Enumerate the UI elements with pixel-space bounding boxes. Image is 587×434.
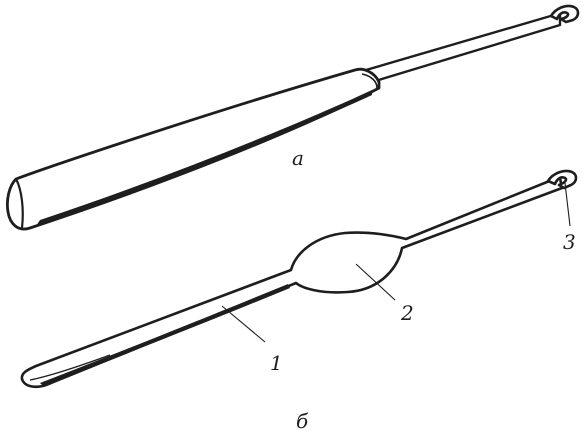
caption-b: б	[296, 409, 309, 433]
leader-line-1	[221, 305, 266, 343]
hook-a-tip	[549, 4, 580, 24]
hook-a-handle	[6, 67, 381, 231]
leader-line-2	[355, 263, 396, 301]
callout-1: 1	[270, 351, 283, 375]
hook-with-thumb-rest	[20, 169, 578, 389]
hook-a-butt-end	[15, 178, 24, 229]
hook-b-butt-end	[29, 354, 111, 381]
caption-a: а	[292, 146, 304, 170]
leader-line-3	[564, 182, 571, 227]
hook-b-stem-shadow	[40, 284, 290, 387]
hook-a-shaft	[364, 12, 562, 84]
hook-b-tip	[546, 169, 578, 190]
callout-3: 3	[563, 230, 576, 254]
hook-b-body	[20, 176, 564, 389]
callout-2: 2	[400, 301, 414, 325]
hook-with-handle	[6, 4, 580, 231]
hook-a-handle-contour	[361, 73, 378, 89]
hook-a-handle-shadow	[36, 90, 372, 226]
